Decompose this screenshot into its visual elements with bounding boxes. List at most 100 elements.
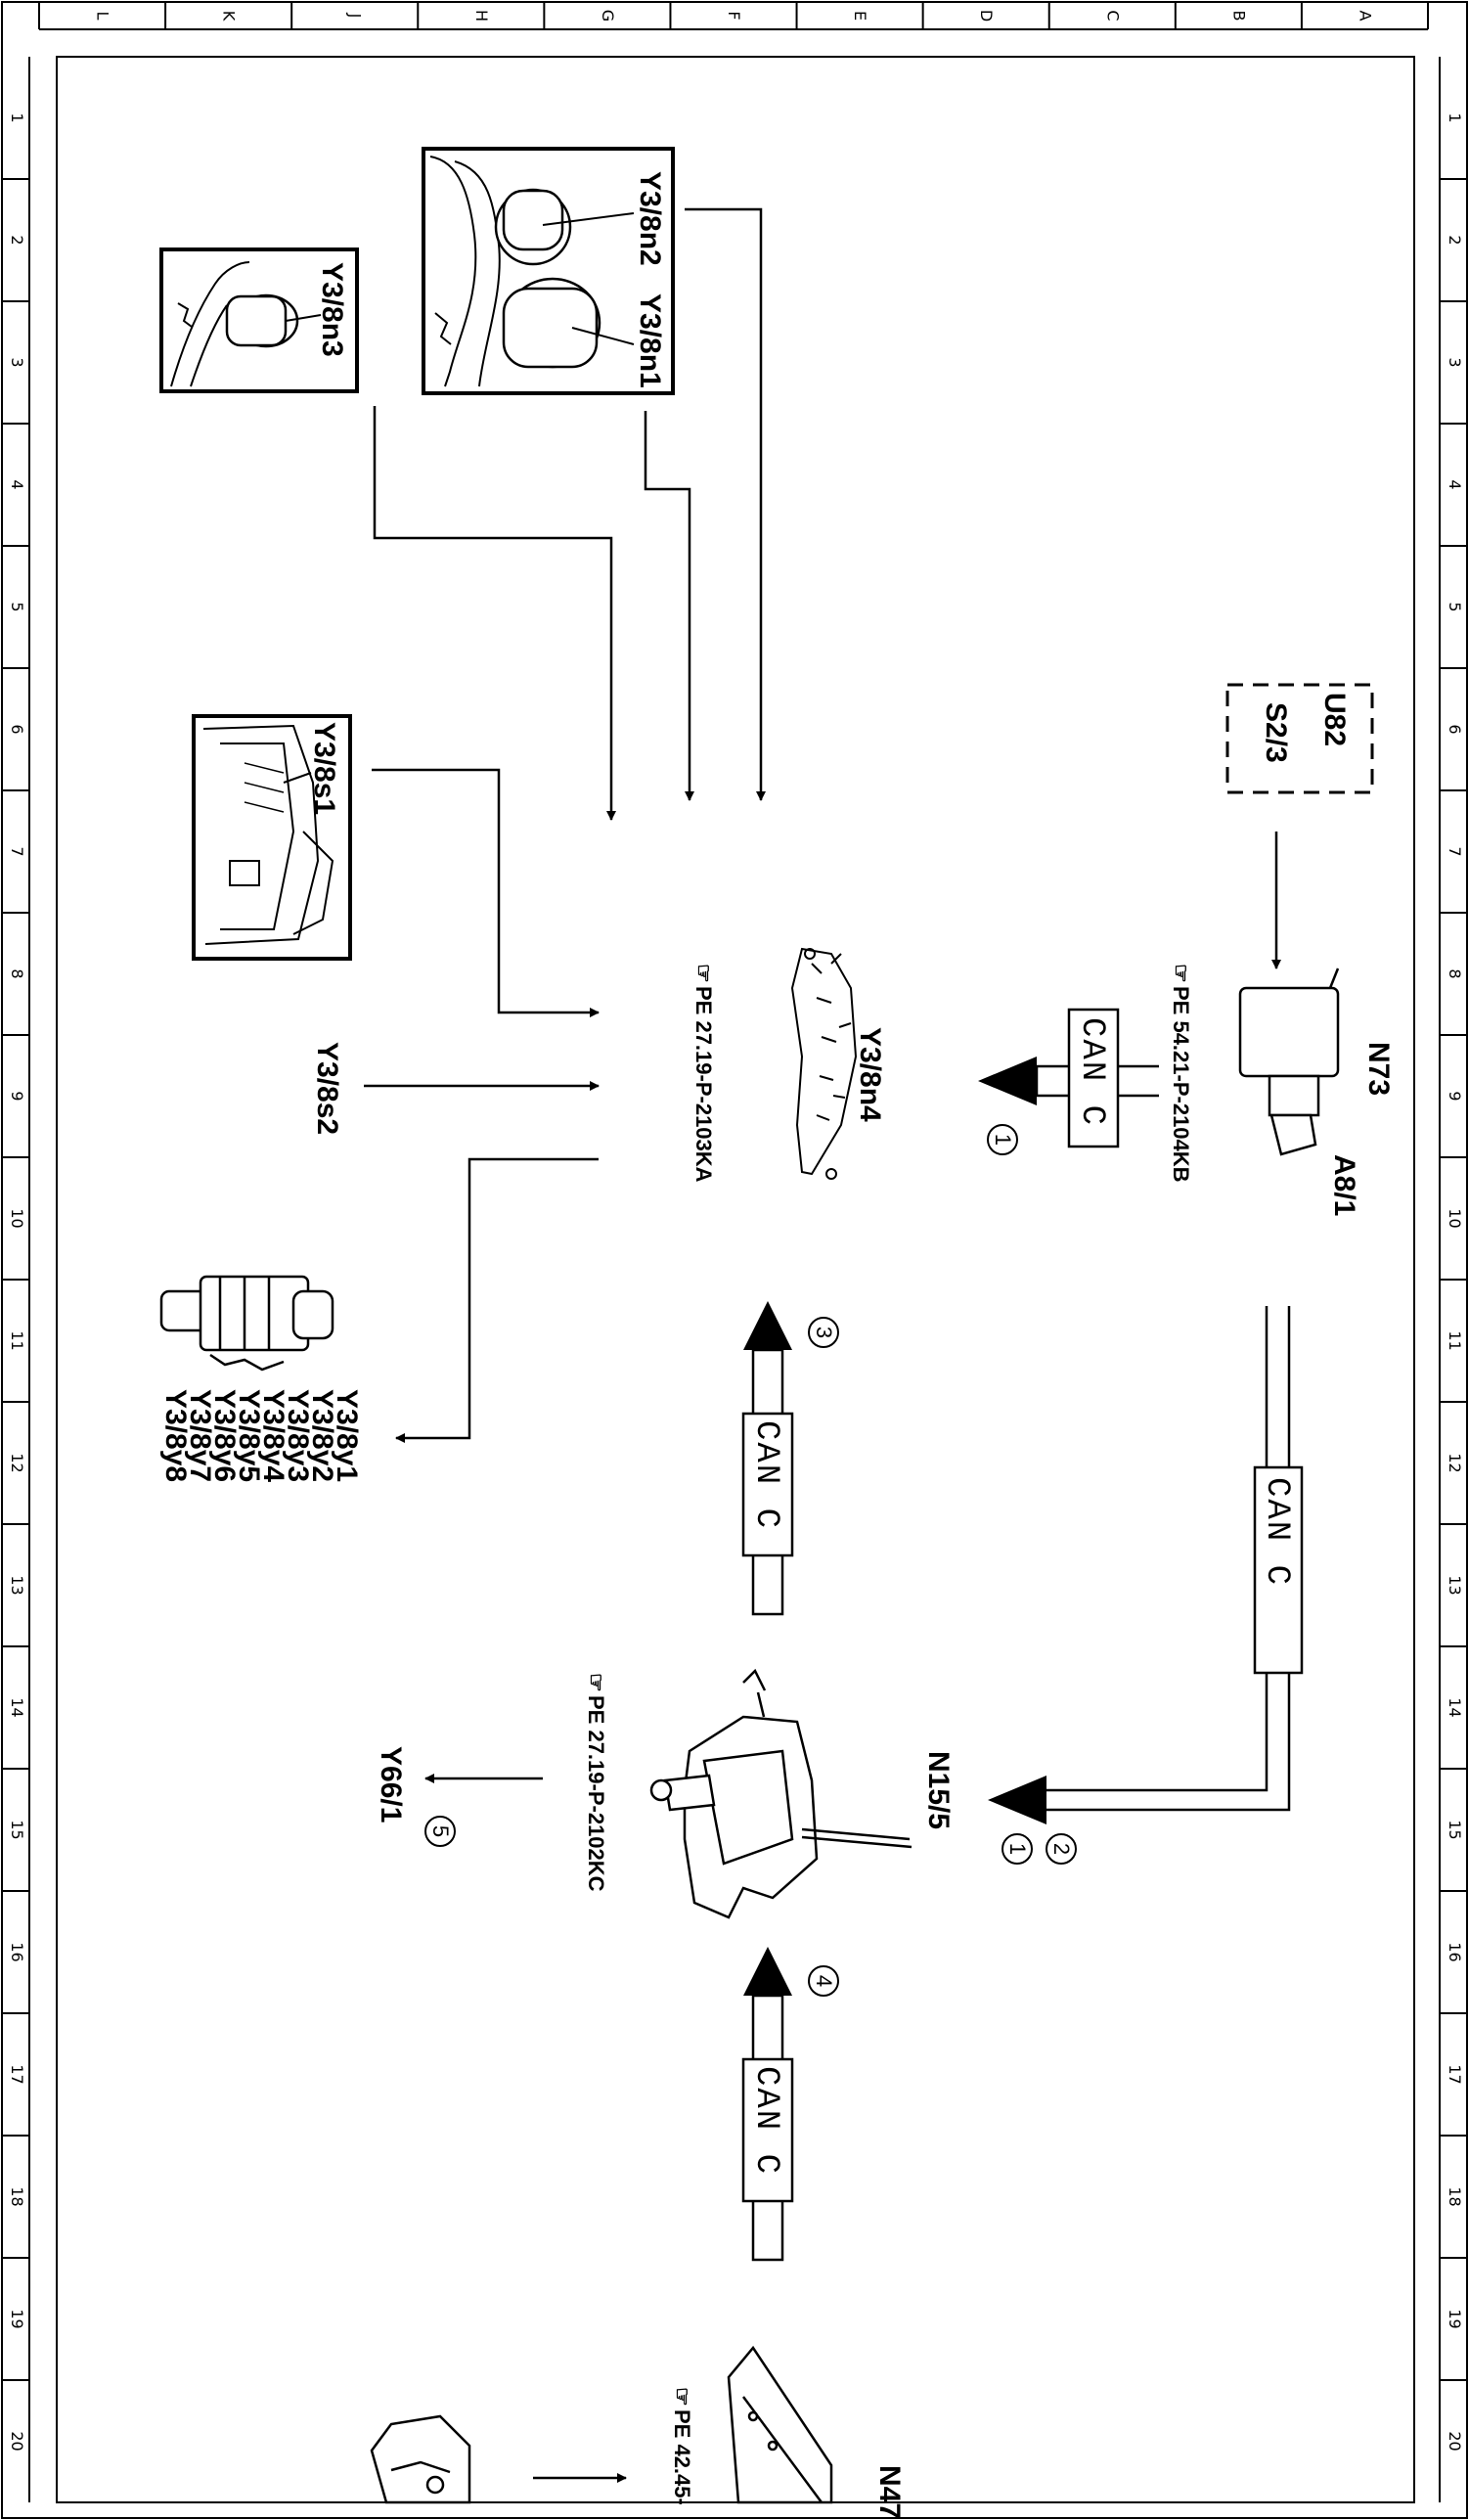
can-label-1: CAN C: [1073, 1017, 1110, 1127]
row-label: 13: [1446, 1575, 1464, 1595]
ref-n47: ☞ PE 42.45-: [670, 2387, 694, 2505]
component-y3-8n1-n2-box: [422, 147, 675, 395]
row-label: 6: [1446, 724, 1464, 734]
row-label: 19: [1446, 2309, 1464, 2328]
row-label: 11: [8, 1330, 26, 1350]
row-label: 14: [8, 1697, 26, 1717]
row-label: 6: [8, 724, 26, 734]
can-label-4: CAN C: [747, 2066, 784, 2176]
svg-text:2: 2: [1049, 1843, 1074, 1855]
valve-label: Y3/8y5: [233, 1389, 265, 1482]
component-y3-8n3-box: [159, 248, 359, 393]
row-label: 12: [8, 1453, 26, 1472]
valve-label: Y3/8y6: [208, 1389, 241, 1482]
row-label: 9: [1446, 1091, 1464, 1101]
column-label: D: [977, 10, 996, 22]
column-label: L: [94, 12, 112, 21]
svg-text:PE 27.19-P-2102KC: PE 27.19-P-2102KC: [584, 1695, 608, 1892]
row-label: 15: [1446, 1820, 1464, 1839]
column-label: J: [346, 13, 365, 19]
can-link-n73-y3-8n4: [978, 1008, 1159, 1148]
component-y3-8n4: [790, 947, 858, 1180]
column-label: B: [1229, 11, 1248, 22]
row-label: 10: [8, 1208, 26, 1228]
label-y3-8n4: Y3/8n4: [854, 1027, 886, 1122]
svg-text:PE 27.19-P-2103KA: PE 27.19-P-2103KA: [691, 986, 716, 1183]
svg-text:1: 1: [1005, 1843, 1030, 1855]
column-label: H: [472, 10, 491, 22]
svg-text:PE 54.21-P-2104KB: PE 54.21-P-2104KB: [1169, 986, 1193, 1183]
row-label: 16: [8, 1942, 26, 1961]
row-label: 7: [8, 846, 26, 856]
column-label: C: [1103, 10, 1122, 21]
marker-3: 3: [808, 1317, 839, 1348]
marker-2: 2: [1046, 1833, 1077, 1865]
label-y3-8n3: Y3/8n3: [316, 262, 348, 357]
row-label: 15: [8, 1820, 26, 1839]
can-link-a8-1-n15-5: [988, 1306, 1304, 1824]
row-label: 11: [1446, 1330, 1464, 1350]
component-n73: [1238, 968, 1340, 1156]
row-label: 1: [1446, 112, 1464, 122]
column-label: A: [1356, 11, 1374, 22]
row-label: 1: [8, 112, 26, 122]
svg-text:☞: ☞: [584, 1673, 608, 1692]
column-label: K: [220, 11, 239, 22]
row-label: 2: [1446, 235, 1464, 245]
row-label: 9: [8, 1091, 26, 1101]
label-s2-3: S2/3: [1260, 702, 1292, 763]
valve-label: Y3/8y8: [159, 1389, 192, 1482]
row-label: 18: [1446, 2186, 1464, 2206]
valve-label: Y3/8y3: [282, 1389, 314, 1482]
marker-5: 5: [424, 1816, 456, 1847]
row-label: 13: [8, 1575, 26, 1595]
row-label: 17: [8, 2064, 26, 2084]
row-label: 20: [1446, 2431, 1464, 2451]
can-link-n47-n15-5: [741, 1947, 794, 2262]
label-u82: U82: [1318, 693, 1351, 746]
ref-n15-5: ☞ PE 27.19-P-2102KC: [584, 1673, 608, 1892]
row-label: 17: [1446, 2064, 1464, 2084]
row-label: 3: [1446, 357, 1464, 367]
ref-n73: ☞ PE 54.21-P-2104KB: [1169, 964, 1193, 1183]
label-y3-8n1: Y3/8n1: [634, 293, 666, 388]
valve-label: Y3/8y7: [184, 1389, 216, 1482]
row-label: 3: [8, 357, 26, 367]
row-label: 8: [1446, 968, 1464, 978]
label-y3-8n2: Y3/8n2: [634, 171, 666, 266]
label-a8-1: A8/1: [1328, 1154, 1360, 1216]
svg-text:5: 5: [428, 1825, 453, 1837]
svg-text:4: 4: [812, 1975, 836, 1987]
label-n15-5: N15/5: [922, 1751, 955, 1829]
row-label: 8: [8, 968, 26, 978]
svg-text:☞: ☞: [670, 2387, 694, 2407]
row-label: 14: [1446, 1697, 1464, 1717]
row-label: 2: [8, 235, 26, 245]
label-y66-1: Y66/1: [375, 1746, 407, 1822]
component-bottom-left-part: [370, 2414, 471, 2504]
component-n47: [727, 2345, 833, 2504]
inner-frame: [56, 56, 1415, 2503]
row-label: 4: [1446, 479, 1464, 489]
can-label-3: CAN C: [747, 1420, 784, 1530]
row-label: 19: [8, 2309, 26, 2328]
svg-text:1: 1: [991, 1134, 1015, 1146]
svg-text:☞: ☞: [1169, 964, 1193, 983]
svg-text:☞: ☞: [691, 964, 716, 983]
marker-1-bottom: 1: [1002, 1833, 1033, 1865]
row-label: 20: [8, 2431, 26, 2451]
svg-text:PE 42.45-: PE 42.45-: [670, 2409, 694, 2505]
row-label: 5: [1446, 602, 1464, 611]
row-label: 4: [8, 479, 26, 489]
ref-y3-8n4: ☞ PE 27.19-P-2103KA: [691, 964, 716, 1183]
can-link-n15-5-y3-8n4: [741, 1301, 794, 1616]
marker-4: 4: [808, 1965, 839, 1997]
column-label: E: [851, 11, 869, 21]
row-label: 5: [8, 602, 26, 611]
label-n47: N47-: [873, 2465, 906, 2520]
